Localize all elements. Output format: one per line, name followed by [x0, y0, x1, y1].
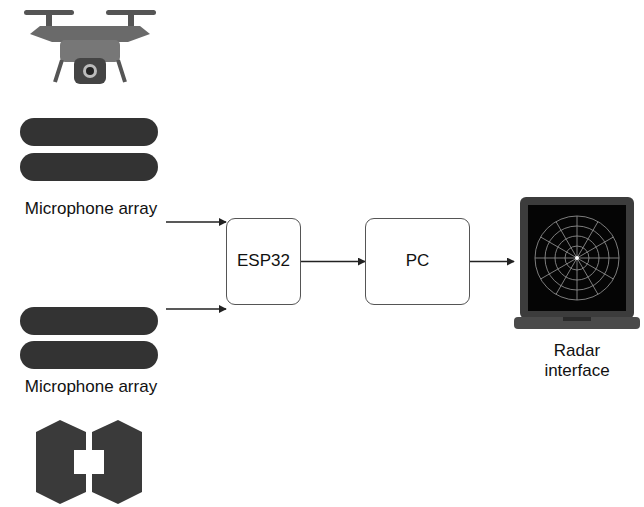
node-label: Radar interface — [536, 341, 618, 382]
box-label: PC — [406, 251, 430, 271]
mic-bar — [20, 118, 158, 146]
process-box: ESP32 — [226, 218, 301, 305]
microphone-bars — [16, 305, 166, 380]
drone-icon — [24, 10, 156, 84]
microphone-array: Microphone array — [16, 115, 166, 225]
laptop-icon — [514, 195, 640, 335]
node-label: Microphone array — [16, 199, 166, 219]
microphone-bars — [16, 115, 166, 190]
connector-arrow — [166, 308, 226, 310]
process-box: PC — [365, 218, 470, 305]
radar-display — [535, 216, 619, 300]
sensor-icon — [36, 420, 142, 504]
mic-bar — [20, 341, 158, 369]
connector-arrow — [301, 261, 365, 263]
mic-bar — [20, 307, 158, 335]
box-label: ESP32 — [237, 251, 290, 271]
node-label: Microphone array — [16, 377, 166, 397]
connector-arrow — [470, 261, 514, 263]
mic-bar — [20, 153, 158, 181]
microphone-array: Microphone array — [16, 305, 166, 403]
connector-arrow — [166, 221, 226, 223]
radar-laptop: Radar interface — [514, 195, 640, 384]
